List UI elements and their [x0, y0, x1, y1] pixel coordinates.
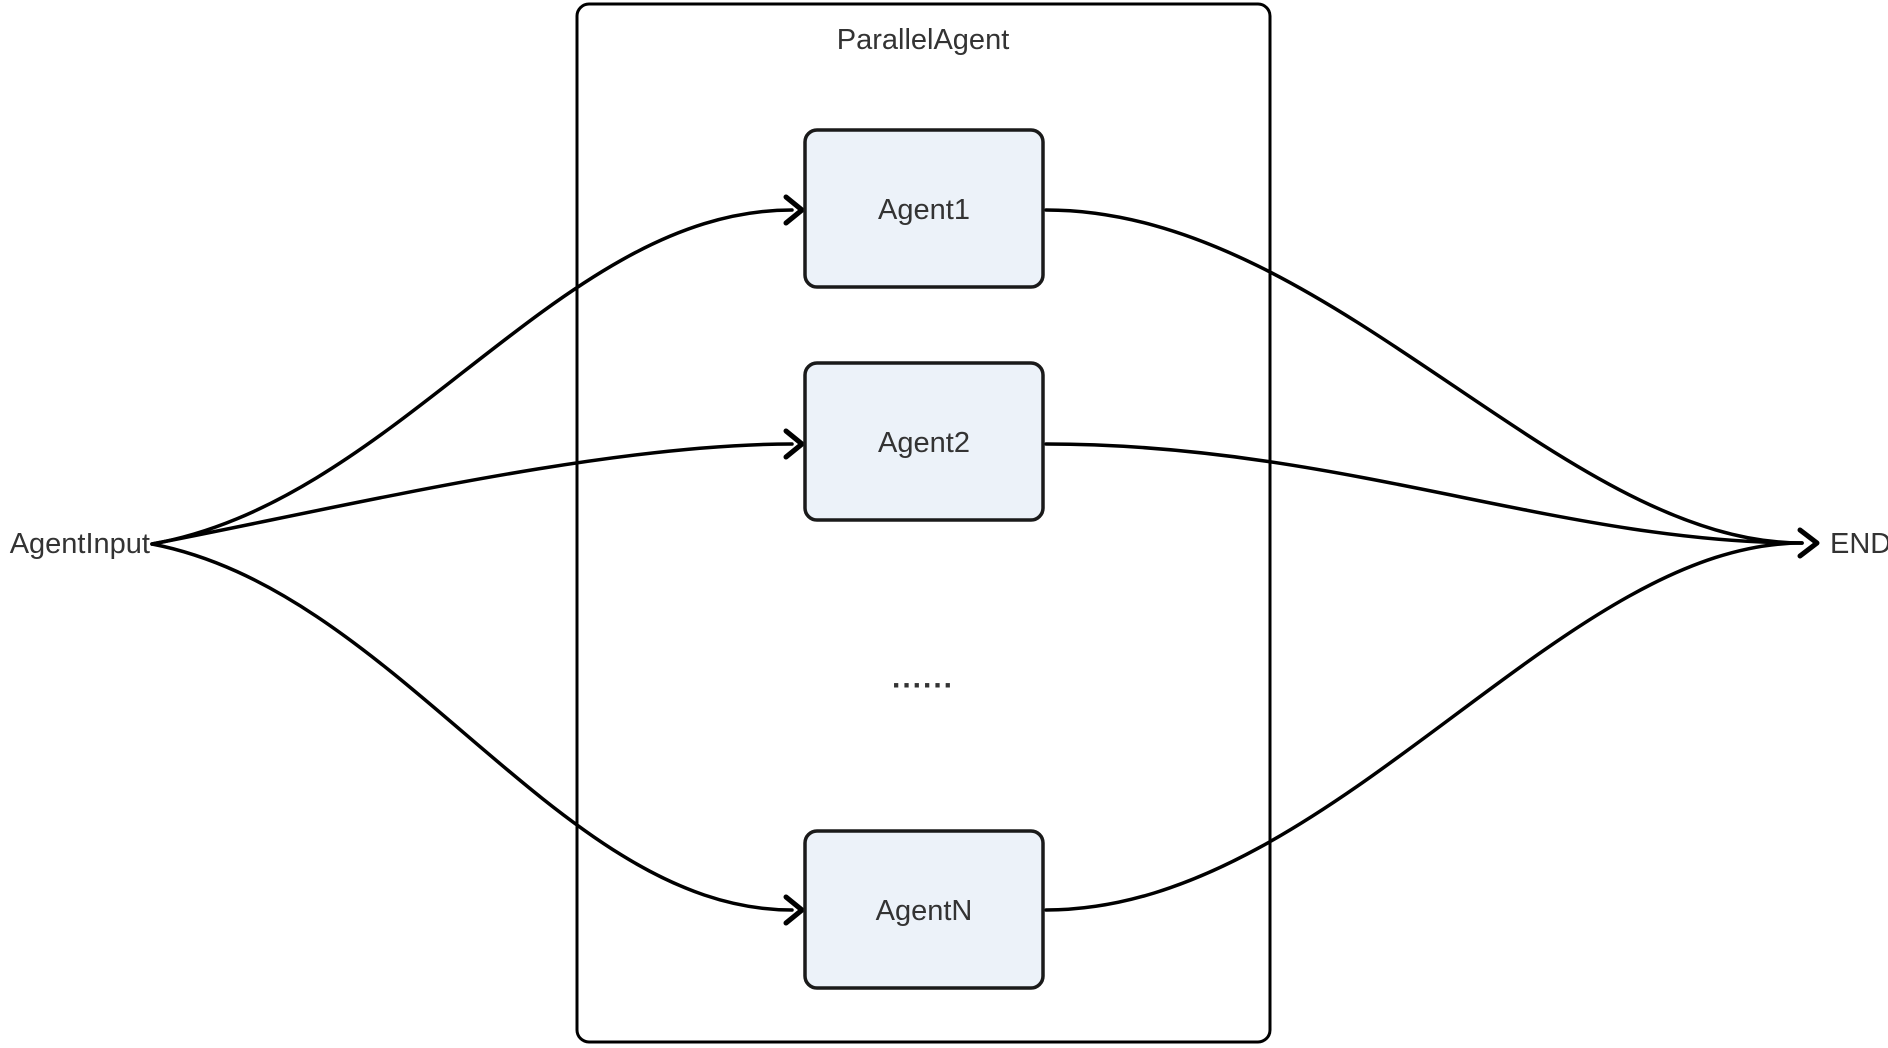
edge-agentinput-agent2 [150, 442, 794, 546]
edge-group [150, 194, 1820, 926]
arrowhead-icon-agent2 [783, 428, 805, 460]
agent1-box [803, 128, 1045, 289]
node-agent1: Agent1 [803, 128, 1045, 289]
agentn-box [803, 829, 1045, 990]
arrowhead-icon-agent1 [783, 194, 805, 226]
edge-agentn-end [1044, 541, 1804, 912]
parallel-agent-container [575, 2, 1272, 1044]
edge-agent1-end [1044, 208, 1804, 545]
agent-input-label: AgentInput [10, 528, 150, 560]
arrowhead-icon-agentn [783, 894, 805, 926]
edge-agentinput-agentn [150, 542, 794, 912]
agentn-label: AgentN [876, 895, 973, 927]
end-label: END [1830, 528, 1888, 560]
ellipsis-label: ...... [892, 662, 954, 695]
agent2-box [803, 361, 1045, 522]
container-title: ParallelAgent [837, 24, 1010, 56]
edge-agentinput-agent1 [150, 208, 794, 546]
agent1-label: Agent1 [878, 194, 970, 226]
node-agentn: AgentN [803, 829, 1045, 990]
arrowhead-icon-end [1797, 527, 1820, 559]
agent2-label: Agent2 [878, 427, 970, 459]
node-agent2: Agent2 [803, 361, 1045, 522]
edge-agent2-end [1044, 442, 1804, 545]
